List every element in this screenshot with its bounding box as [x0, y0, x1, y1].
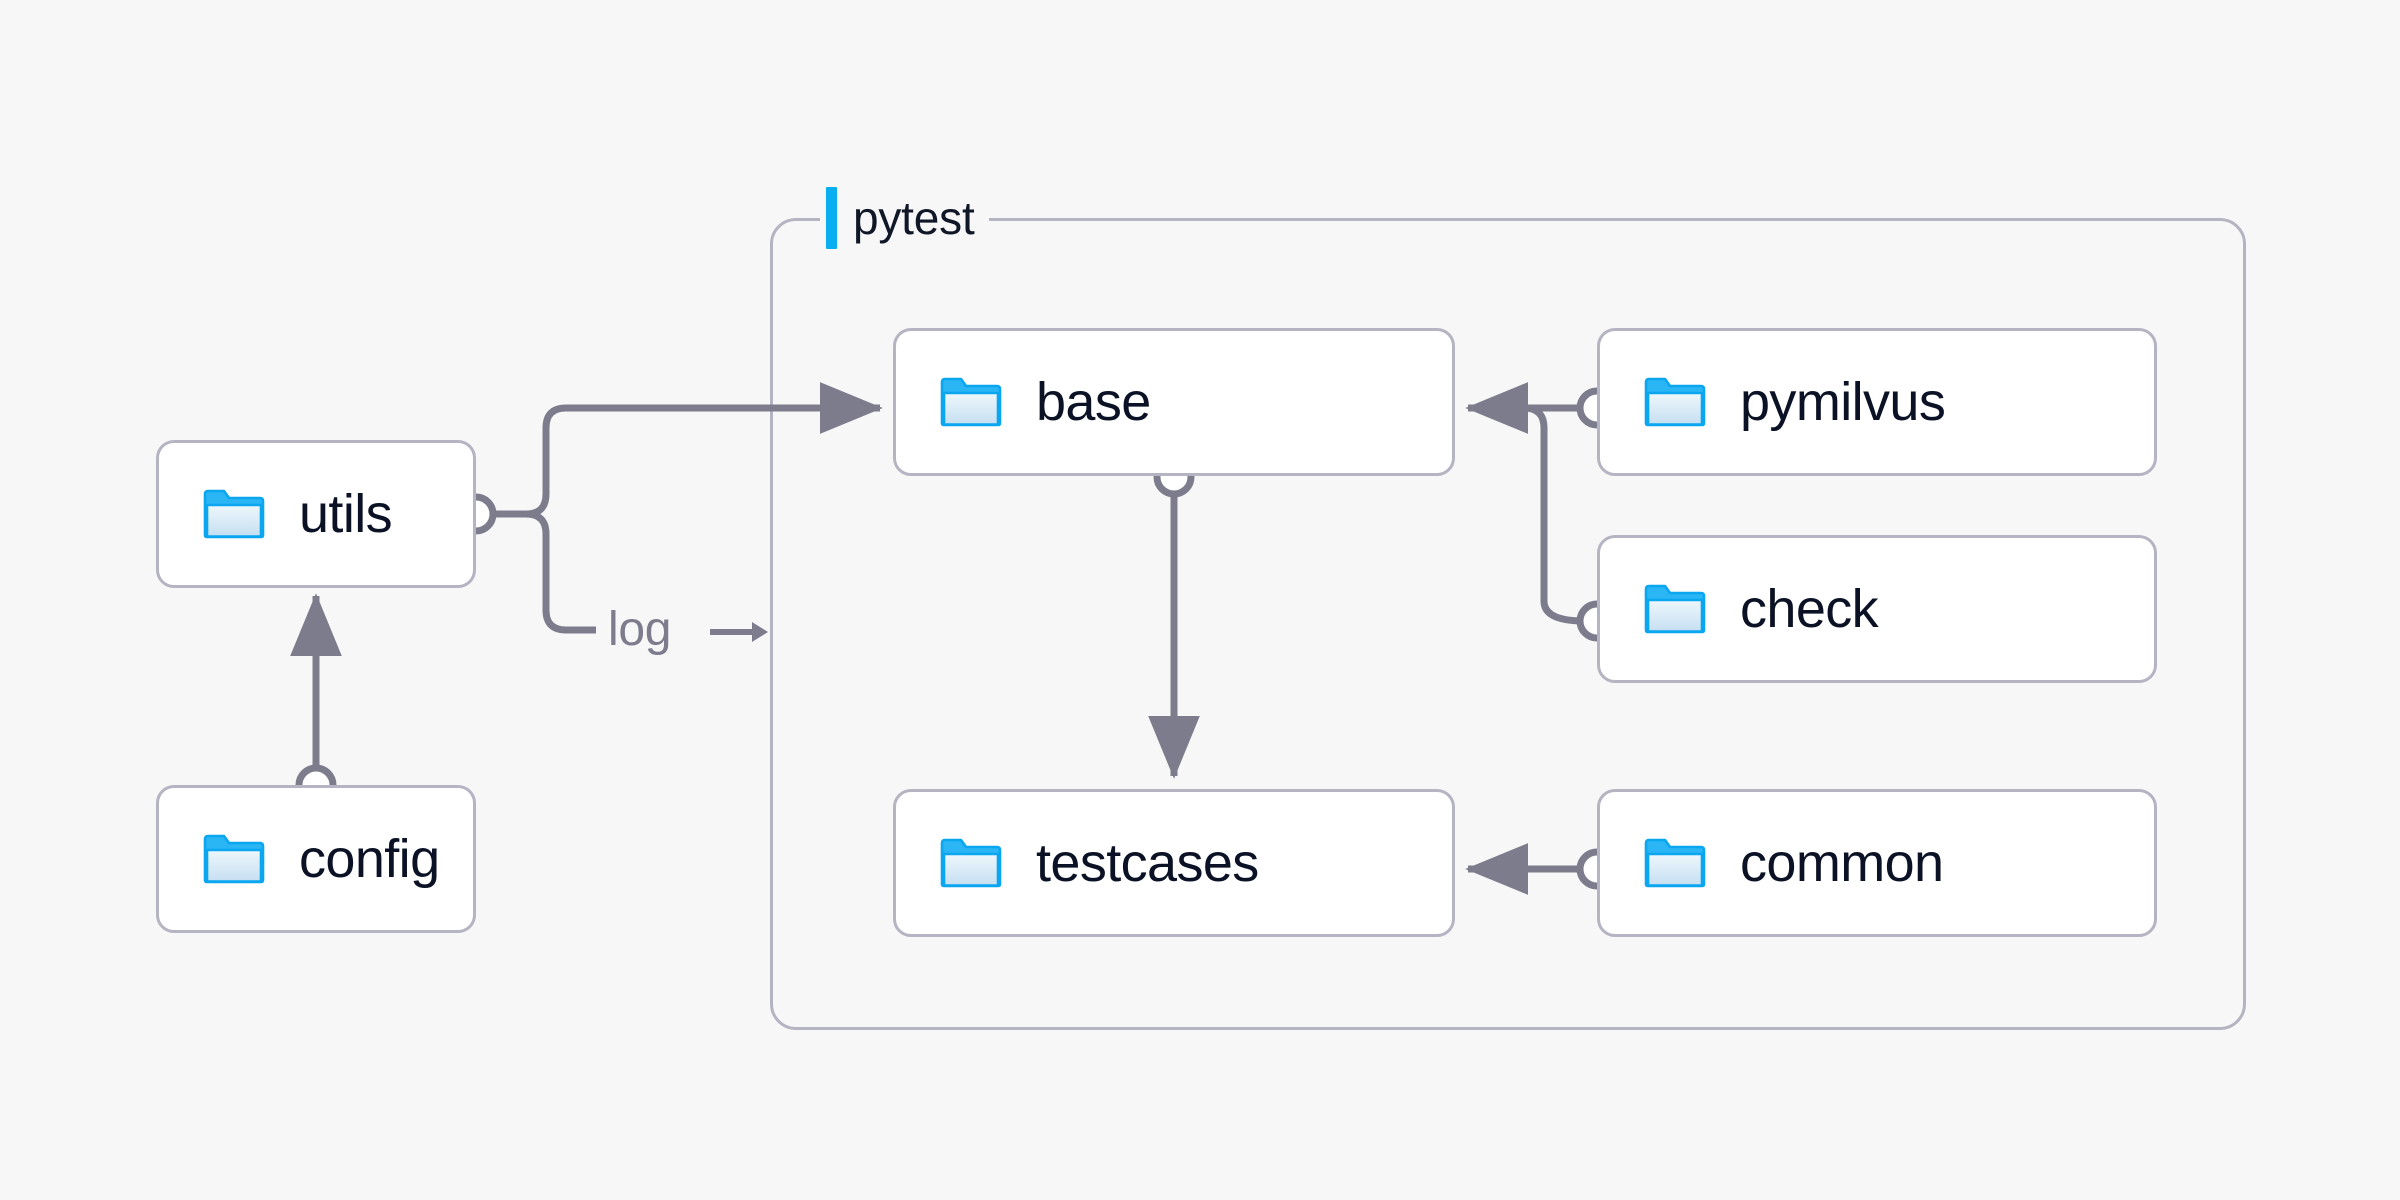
- node-utils[interactable]: utils: [156, 440, 476, 588]
- node-label: config: [299, 829, 440, 889]
- edge-utils-to-log: [516, 510, 596, 634]
- folder-icon: [203, 489, 265, 539]
- node-label: testcases: [1036, 833, 1259, 893]
- folder-icon: [1644, 584, 1706, 634]
- node-label: base: [1036, 372, 1151, 432]
- folder-icon: [203, 834, 265, 884]
- folder-icon: [1644, 377, 1706, 427]
- group-title: pytest: [853, 192, 975, 244]
- node-check[interactable]: check: [1597, 535, 2157, 683]
- group-label-pytest: pytest: [820, 186, 989, 250]
- node-label: common: [1740, 833, 1944, 893]
- node-testcases[interactable]: testcases: [893, 789, 1455, 937]
- group-container-pytest: [770, 218, 2246, 1030]
- accent-bar-icon: [826, 187, 837, 249]
- log-arrow-icon: [710, 622, 768, 642]
- folder-icon: [940, 838, 1002, 888]
- node-label: check: [1740, 579, 1879, 639]
- node-pymilvus[interactable]: pymilvus: [1597, 328, 2157, 476]
- node-common[interactable]: common: [1597, 789, 2157, 937]
- node-label: utils: [299, 484, 393, 544]
- folder-icon: [1644, 838, 1706, 888]
- node-config[interactable]: config: [156, 785, 476, 933]
- edge-label-log: log: [608, 603, 672, 656]
- folder-icon: [940, 377, 1002, 427]
- node-label: pymilvus: [1740, 372, 1946, 432]
- node-base[interactable]: base: [893, 328, 1455, 476]
